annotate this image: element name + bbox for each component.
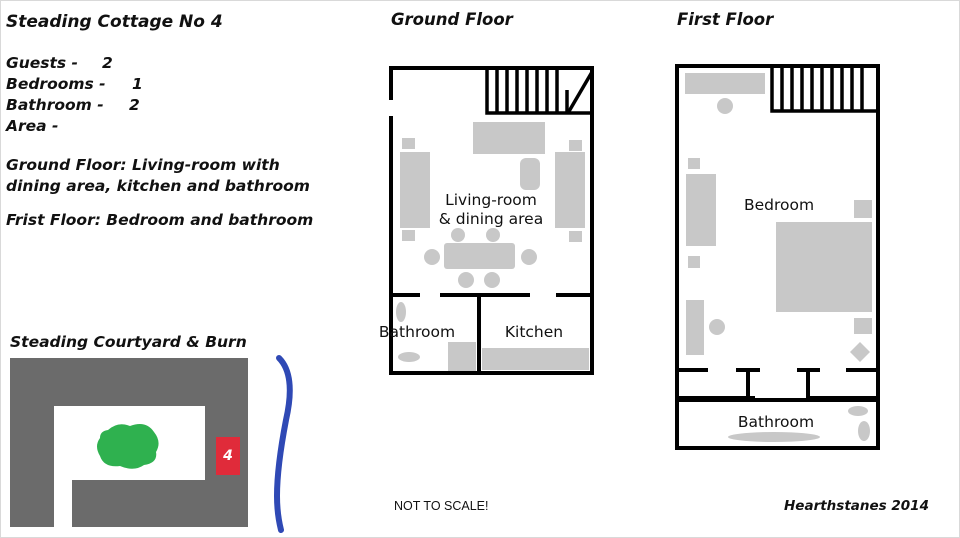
first-floor-stairs [780,66,864,111]
ground-floor-description-line-1: Ground Floor: Living-room with [6,156,280,174]
ground-bathroom-label: Bathroom [378,323,456,341]
bedrooms-value: 1 [132,75,143,93]
ground-floor-title: Ground Floor [391,10,513,29]
tree-icon [97,424,159,469]
first-floor-description: Frist Floor: Bedroom and bathroom [6,211,314,229]
courtyard-title: Steading Courtyard & Burn [10,333,247,351]
kitchen-label: Kitchen [504,323,564,341]
first-floor-furniture [685,73,872,442]
bathroom-label: Bathroom - [6,96,104,114]
courtyard-map [10,355,293,533]
ground-floor-description-line-2: dining area, kitchen and bathroom [6,177,310,195]
bathroom-value: 2 [129,96,140,114]
living-room-label-line-2: & dining area [438,210,544,228]
ground-floor-plan [389,66,594,375]
cottage-title: Steading Cottage No 4 [6,12,223,32]
guests-value: 2 [102,54,113,72]
bedrooms-label: Bedrooms - [6,75,106,93]
burn-stream [273,355,293,533]
unit-marker [216,437,240,475]
steading-building [10,358,248,527]
first-floor-title: First Floor [677,10,774,29]
living-room-label-line-1: Living-room [445,191,537,209]
ground-floor-stairs [495,68,594,114]
first-floor-plan [675,64,880,450]
ground-floor-walls [389,66,594,375]
first-bathroom-label: Bathroom [737,413,815,431]
area-label: Area - [6,117,59,135]
scale-note: NOT TO SCALE! [394,499,489,513]
unit-number: 4 [223,448,233,464]
ground-floor-furniture [396,122,589,371]
credit: Hearthstanes 2014 [784,498,929,514]
guests-label: Guests - [6,54,78,72]
bedroom-label: Bedroom [743,196,815,214]
